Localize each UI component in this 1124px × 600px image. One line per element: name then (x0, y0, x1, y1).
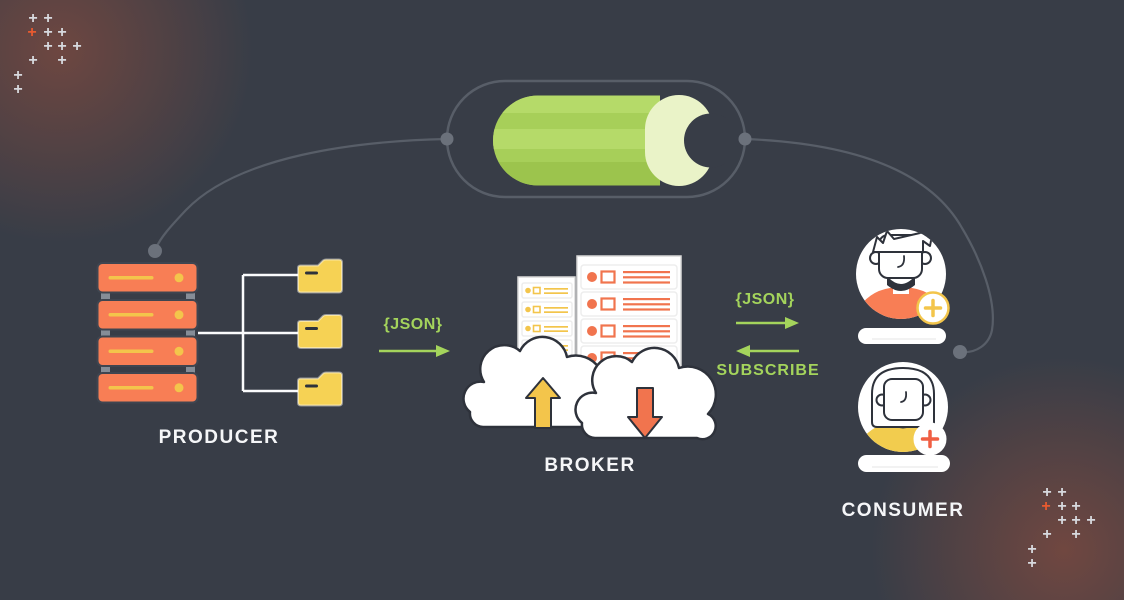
connector-right-line (744, 137, 994, 354)
log-cylinder-icon (493, 95, 738, 186)
server-bar (96, 372, 199, 404)
name-pill (858, 328, 946, 344)
fanout-bracket (198, 273, 298, 393)
deliver-flow-label: {JSON} (735, 291, 795, 308)
upload-cloud-icon (462, 335, 606, 430)
subscribe-flow-label: SUBSCRIBE (716, 362, 820, 379)
produce-flow-label: {JSON} (383, 316, 443, 333)
log-notch (684, 113, 738, 168)
connector-dot (440, 132, 454, 146)
download-cloud-icon (574, 346, 718, 441)
server-bar (96, 335, 199, 367)
consumer-label: CONSUMER (841, 500, 965, 521)
server-bar (96, 299, 199, 331)
folder-icon (297, 314, 343, 349)
connector-dot (953, 345, 967, 359)
server-stack-icon (96, 262, 199, 404)
log-cylinder-stripes (493, 95, 660, 186)
deliver-arrow-icon (736, 317, 799, 329)
producer-label: PRODUCER (158, 427, 280, 448)
broker-label: BROKER (544, 455, 636, 476)
connector-left-line (154, 137, 448, 249)
connector-dot (148, 244, 162, 258)
download-arrow-icon (627, 387, 663, 439)
folder-icon (297, 371, 343, 407)
server-bar (96, 262, 199, 294)
name-pill (858, 455, 950, 472)
consumer-avatar-male-icon (856, 229, 950, 325)
upload-arrow-icon (525, 377, 561, 429)
produce-arrow-icon (379, 345, 450, 357)
connector-dot (738, 132, 752, 146)
consumer-avatar-female-icon (858, 362, 948, 456)
subscribe-arrow-icon (736, 345, 799, 357)
folder-icon (297, 258, 343, 294)
